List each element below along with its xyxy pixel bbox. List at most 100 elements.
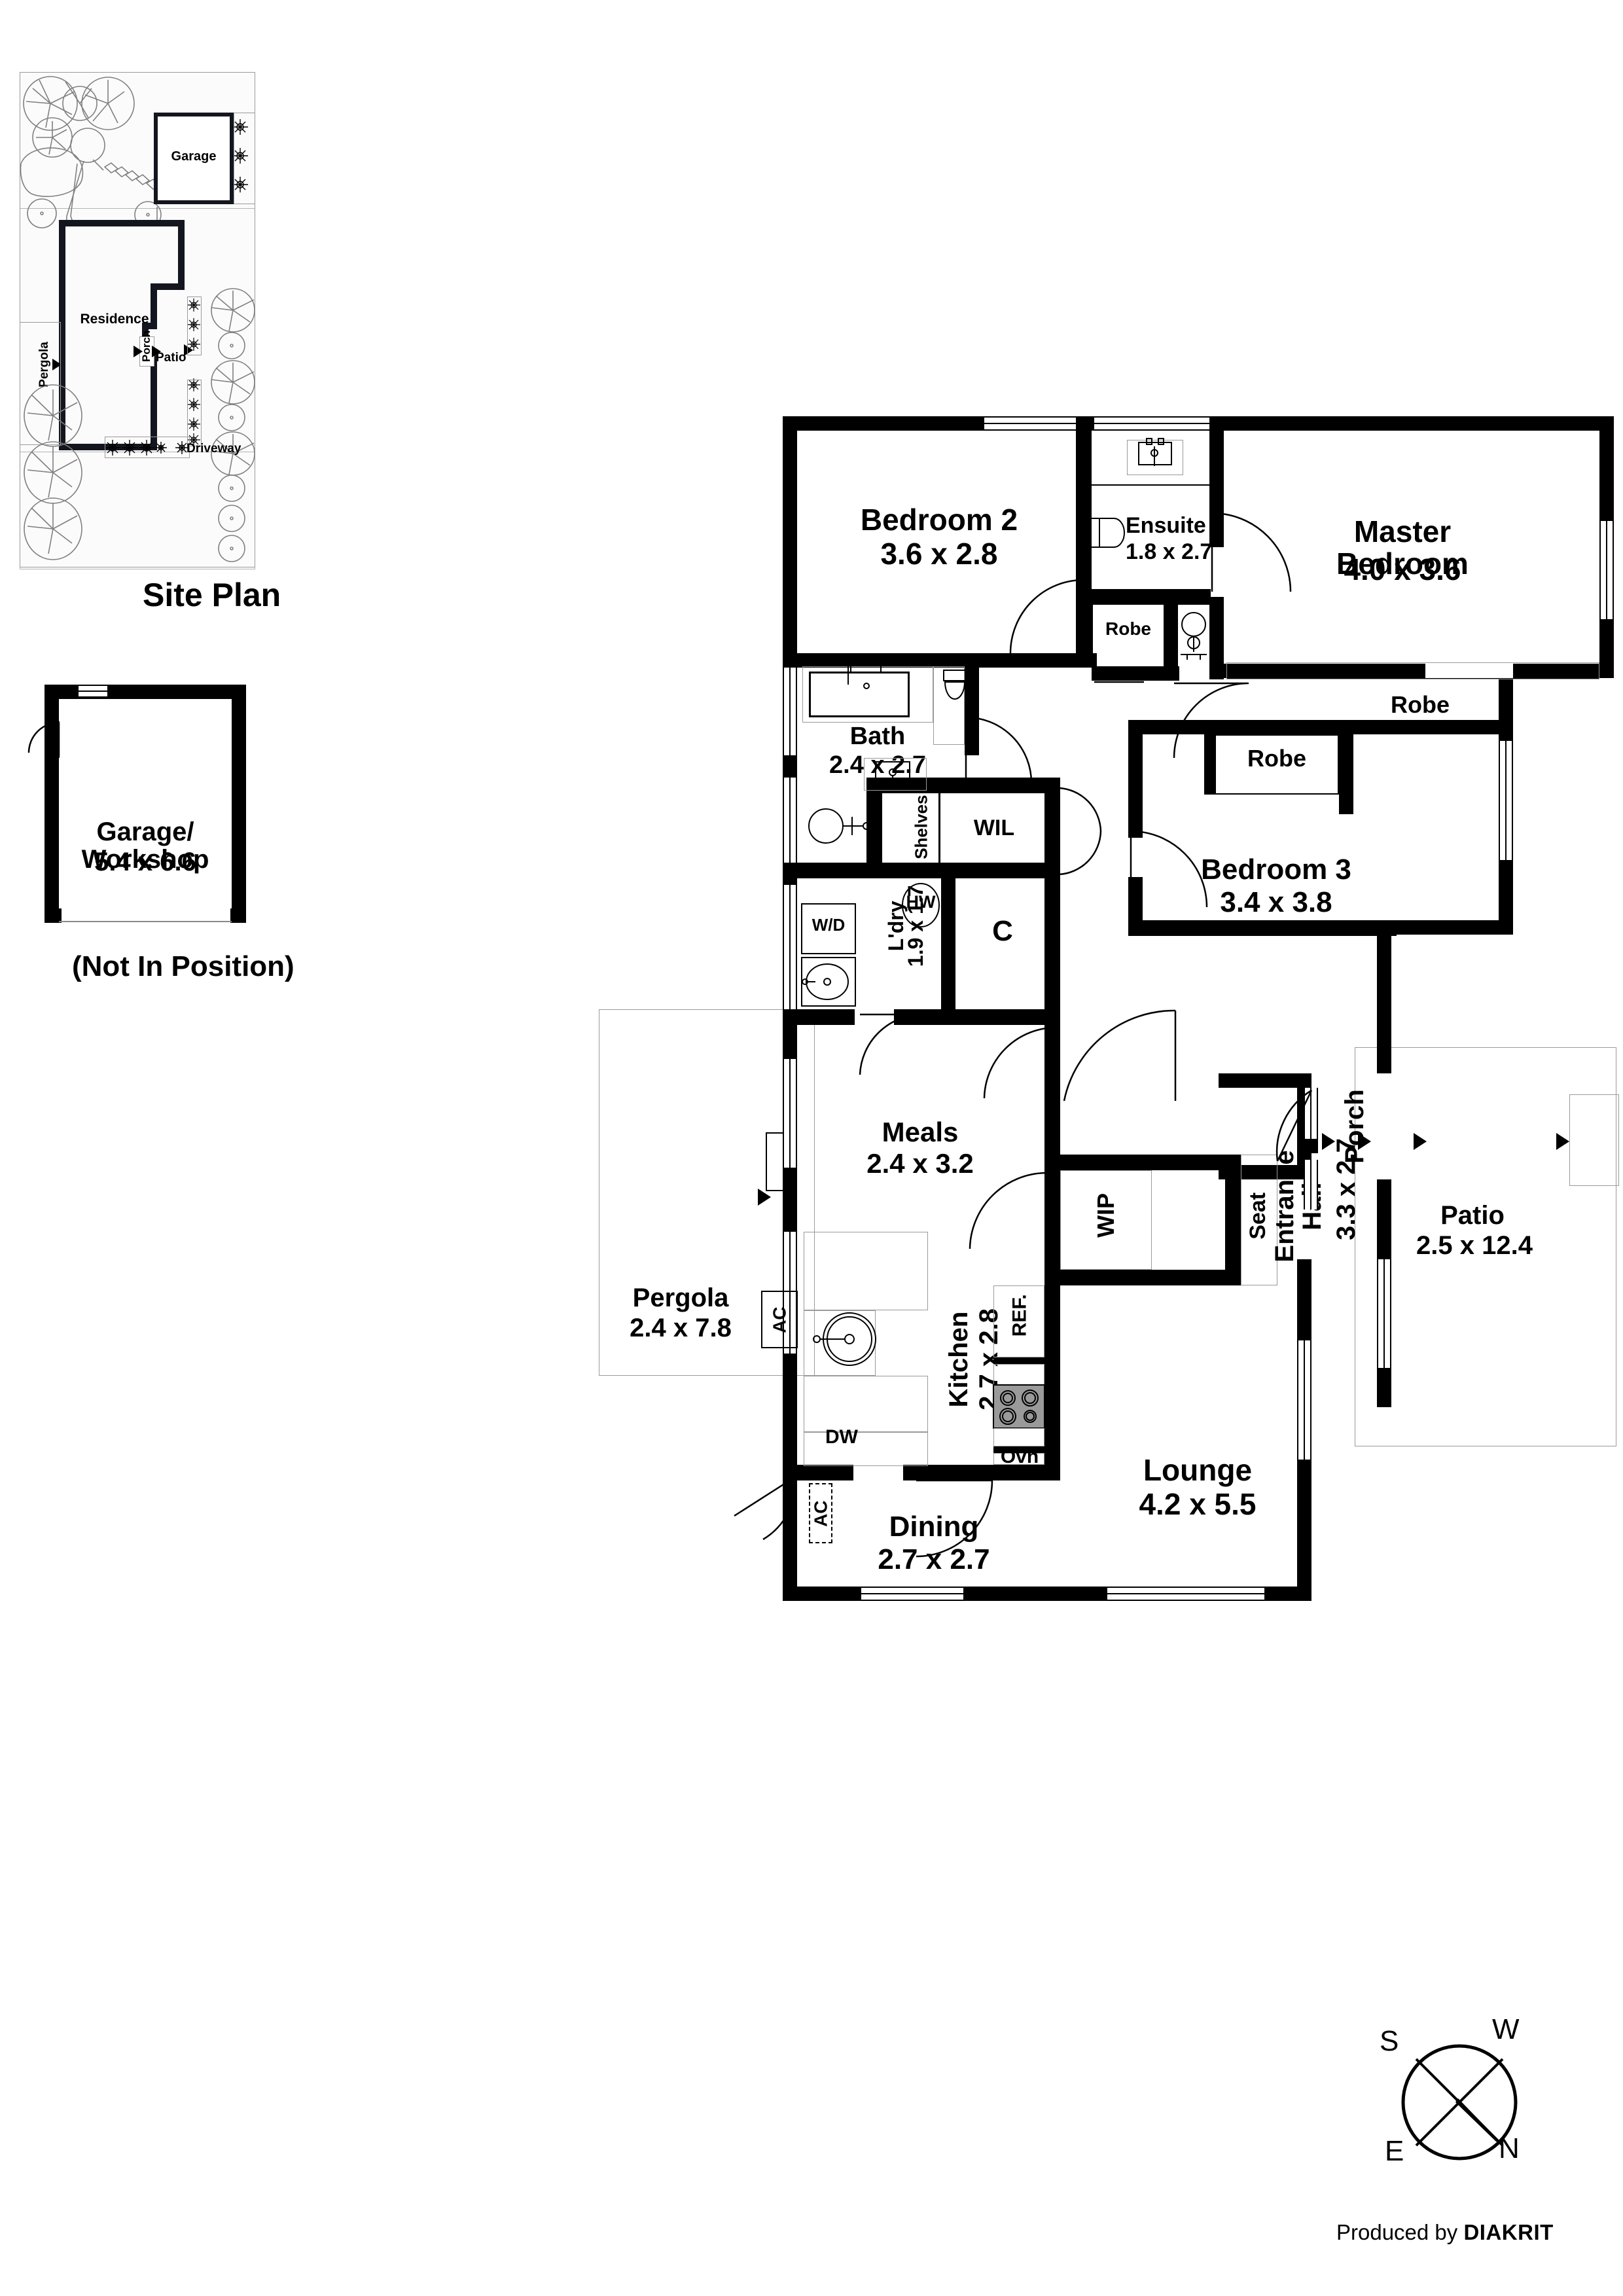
bath-basin-fixture [875, 761, 910, 789]
site-plantbed-box-lower [187, 380, 202, 446]
door-laundry [859, 1013, 923, 1075]
wip-inner-box [1060, 1170, 1152, 1270]
cooktop-bench [993, 1364, 1044, 1385]
ensuite-toilet [1090, 518, 1125, 548]
ac-label-2: AC [810, 1500, 831, 1527]
gw-wall-left [45, 685, 59, 923]
door-bedroom2 [1009, 579, 1085, 654]
ac-label-1: AC [769, 1306, 790, 1333]
wall-bottom-mid [963, 1587, 1107, 1601]
site-driveway-strip [20, 72, 255, 567]
door-ensuite [1211, 512, 1292, 592]
wall-bath-right [965, 653, 979, 755]
pergola-name: Pergola [632, 1283, 729, 1312]
door-hall-meals [983, 1026, 1058, 1099]
wall-wip-top [1044, 1155, 1241, 1170]
site-porch-box [139, 336, 154, 367]
kitchen-bench-dw-row [804, 1376, 928, 1432]
wall-bed3-top [1128, 720, 1501, 734]
wall-ldry-bottom [783, 1009, 855, 1025]
bath-dims: 2.4 x 2.7 [829, 751, 926, 779]
ac-box-2 [809, 1483, 832, 1543]
robe-bed3-label: Robe [1247, 745, 1306, 772]
site-tree-left-mid [24, 384, 82, 447]
gw-window-top [79, 685, 107, 698]
wall-porch-top [1219, 1073, 1311, 1088]
porch-arrow-left [1322, 1133, 1335, 1150]
bedroom3-dims: 3.4 x 3.8 [1220, 886, 1332, 918]
ensuite-shower-rose [1181, 612, 1207, 660]
wall-closet-right [1044, 878, 1060, 1009]
oven-sep [993, 1446, 1044, 1453]
wall-left-mid3 [783, 1022, 797, 1059]
site-garage-label: Garage [171, 149, 217, 164]
wall-kitchen-bottom [903, 1465, 1060, 1480]
compass-label-w: W [1492, 2013, 1520, 2045]
wall-right-patio-edge-bot [1377, 1368, 1391, 1407]
window-dining-bottom [861, 1587, 963, 1601]
wall-bed3-left [1128, 720, 1143, 838]
wall-bed3-bottom-in [1128, 920, 1397, 936]
wall-left-mid4 [783, 1168, 797, 1232]
wall-right-porch-edge-lower [1377, 1179, 1391, 1259]
bath-vanity-outer [802, 666, 933, 723]
washer-dryer-label: W/D [812, 915, 846, 935]
bedroom2-name: Bedroom 2 [860, 503, 1018, 537]
ac-box-1 [761, 1291, 798, 1348]
wall-wil-top [866, 778, 1060, 793]
window-lounge-bottom [1107, 1587, 1264, 1601]
gw-room-name: Garage/ Workshop [81, 817, 209, 874]
wall-right-lounge-lower [1297, 1460, 1311, 1601]
wall-left-mid1 [783, 755, 797, 778]
wall-master-left-upper [1209, 416, 1224, 547]
window-hall-porch-lower [1304, 1160, 1318, 1210]
porch-arrow-right [1414, 1133, 1427, 1150]
site-patio-label: Patio [156, 351, 187, 365]
door-wip [969, 1172, 1047, 1249]
site-residence-outline [59, 220, 185, 450]
wall-porch-bottom [1219, 1165, 1311, 1179]
gw-room-dims: 5.4 x 6.6 [94, 848, 196, 876]
site-trees-right-column [211, 288, 255, 562]
site-trees-left-column [24, 441, 82, 560]
wall-hall-porch-mid [1297, 1139, 1318, 1153]
patio-arrow-right [1556, 1133, 1569, 1150]
oven-label: Ovn [1000, 1446, 1039, 1467]
site-residence-label: Residence [80, 312, 149, 327]
gw-wall-bottom-right [230, 908, 246, 923]
bath-toilet [943, 670, 967, 700]
ensuite-vanity-box [1127, 440, 1183, 475]
wall-left-lower [783, 1354, 797, 1601]
ensuite-name: Ensuite [1126, 513, 1206, 538]
closet-label: C [992, 915, 1013, 947]
robe-master-box [1226, 662, 1599, 679]
wall-right-lounge-upper [1297, 1259, 1311, 1340]
window-wc-left [783, 778, 797, 864]
wall-top-left-segment [783, 416, 984, 431]
robe-ensuite-box [1092, 603, 1165, 668]
wall-right-master-lower [1599, 619, 1614, 664]
pergola-outline [599, 1009, 815, 1376]
wall-bed3-right-lower [1499, 860, 1513, 935]
robe-bed3-box [1215, 734, 1339, 795]
gw-wall-bottom-left [45, 908, 62, 923]
gw-door-jamb [58, 721, 60, 758]
wall-robe-ensuite-top [1092, 589, 1211, 605]
master-name: Master Bedroom [1336, 514, 1469, 581]
wall-robe-bed3-right [1339, 734, 1353, 814]
bedroom3-name: Bedroom 3 [1201, 853, 1351, 886]
site-lot-bottom [20, 452, 255, 567]
compass-label-e: E [1385, 2135, 1404, 2167]
door-bath [965, 716, 1033, 783]
site-flowers-right [232, 119, 248, 192]
oven-upper-bench [993, 1428, 1044, 1446]
site-driveway-bed [105, 437, 190, 458]
pergola-entry-post [766, 1132, 784, 1191]
window-patio-edge [1377, 1259, 1391, 1368]
kitchen-name: Kitchen [944, 1311, 973, 1408]
dining-name: Dining [889, 1511, 979, 1543]
wall-bottom-left [783, 1587, 861, 1601]
door-wil [1058, 787, 1102, 876]
site-driveway-flowers [105, 440, 188, 456]
wall-left-upper [783, 416, 797, 660]
